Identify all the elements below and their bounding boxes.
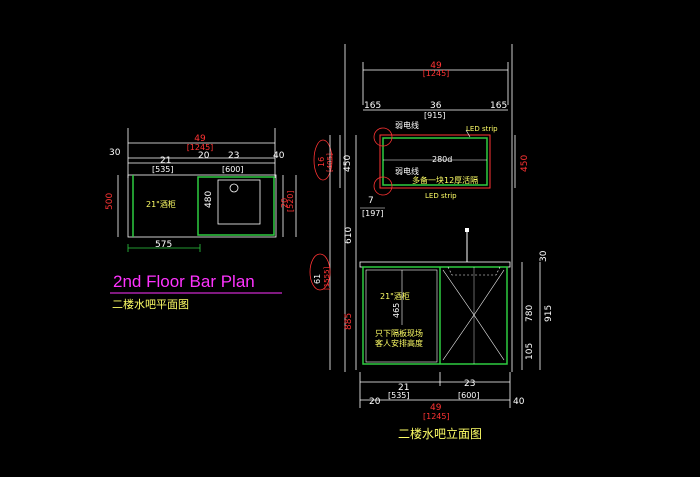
- plan-dim-30: 30: [109, 148, 121, 158]
- plan-dim-21-metric: [535]: [152, 165, 174, 174]
- elev-faucet-head: [465, 228, 469, 232]
- elev-dim-450-left: 450: [343, 155, 353, 172]
- elev-dim-30-right: 30: [539, 250, 549, 262]
- plan-dim-40: 40: [273, 151, 285, 161]
- elev-dim-bottom-21: 21: [398, 383, 409, 393]
- elev-dim-bottom-40: 40: [513, 397, 525, 407]
- plan-counter-outline: [127, 174, 277, 238]
- elev-cabinet-label: 21"酒柜: [380, 291, 410, 301]
- elev-sink-basin: [447, 266, 501, 276]
- elev-dim-bottom-21-metric: [535]: [388, 391, 410, 400]
- elev-dim-7-metric: [197]: [362, 209, 384, 218]
- elev-dim-bottom-20: 20: [369, 397, 381, 407]
- elev-dim-bottom-23: 23: [464, 379, 475, 389]
- elev-leader-led: [465, 129, 471, 138]
- elev-door-diagonal: [442, 269, 475, 316]
- elev-dim-915: 915: [544, 305, 554, 322]
- elev-dim-top: 49: [430, 61, 442, 71]
- elev-dim-450-right: 450: [520, 155, 530, 172]
- elev-glass-cabinet: [382, 137, 488, 186]
- plan-title: 2nd Floor Bar Plan: [113, 272, 255, 291]
- elev-dim-top-metric: [1245]: [423, 69, 450, 78]
- elev-wire-marker-bottom: [373, 176, 393, 196]
- elev-note-line1: 只下隔板现场: [375, 328, 423, 338]
- elev-dim-610: 610: [344, 227, 354, 244]
- plan-view: 49 [1245] 30 21 [535] 20 23 [600] 40 480…: [105, 128, 297, 311]
- plan-dim-500: 500: [105, 193, 115, 210]
- elev-label-wire-bottom: 弱电线: [395, 166, 419, 176]
- elev-wire-marker-top: [373, 127, 393, 147]
- elev-glass-frame: [379, 134, 491, 189]
- plan-dim-480: 480: [204, 191, 214, 208]
- plan-cabinet-label: 21"酒柜: [146, 199, 176, 209]
- elev-dim-61: 61: [313, 274, 322, 284]
- plan-dim-20: 20: [198, 151, 210, 161]
- elev-dim-16: 16: [317, 157, 326, 167]
- elev-dim-61-metric: [1555]: [323, 266, 331, 290]
- elev-lower-cabinet: [362, 266, 508, 365]
- plan-dim-right-metric: [520]: [286, 190, 295, 212]
- elev-dim-bottom-total-metric: [1245]: [423, 412, 450, 421]
- plan-dim-575: 575: [155, 240, 172, 250]
- elev-title: 二楼水吧立面图: [398, 426, 482, 441]
- plan-dim-20-right: 20: [280, 198, 289, 208]
- elev-dim-7: 7: [368, 196, 374, 206]
- plan-sink-drain: [229, 183, 239, 193]
- elev-dim-61-marker: [309, 253, 331, 291]
- elev-door-diagonal: [473, 269, 505, 316]
- elevation-view: 49 [1245] 165 36 [915] 165 弱电线 LED strip…: [309, 44, 554, 441]
- elev-dim-16-marker: [313, 139, 333, 181]
- elev-dim-105: 105: [525, 343, 535, 360]
- elev-dim-165-right: 165: [490, 101, 507, 111]
- plan-dim-total: 49: [194, 134, 206, 144]
- elev-dim-465: 465: [392, 303, 401, 318]
- elev-dim-bottom-total: 49: [430, 403, 442, 413]
- elev-label-shelf: 多备一块12厚活隔: [412, 175, 478, 185]
- elev-label-280: 280d: [432, 155, 452, 164]
- elev-note-line2: 客人安排高度: [375, 338, 423, 348]
- elev-dim-780: 780: [525, 305, 535, 322]
- elev-wine-cabinet: [365, 269, 438, 363]
- plan-cabinet-right: [197, 176, 275, 236]
- plan-subtitle: 二楼水吧平面图: [112, 297, 189, 311]
- elev-label-led-bottom: LED strip: [425, 192, 457, 200]
- elev-dim-36: 36: [430, 101, 442, 111]
- plan-dim-21: 21: [160, 156, 171, 166]
- plan-dim-23: 23: [228, 151, 239, 161]
- elev-dim-885: 885: [344, 313, 354, 330]
- elev-dim-165-left: 165: [364, 101, 381, 111]
- plan-dim-total-metric: [1245]: [187, 143, 214, 152]
- plan-dim-23-metric: [600]: [222, 165, 244, 174]
- elev-dim-bottom-23-metric: [600]: [458, 391, 480, 400]
- elev-dim-36-metric: [915]: [424, 111, 446, 120]
- elev-door-diagonal: [442, 314, 475, 361]
- elev-label-wire-top: 弱电线: [395, 120, 419, 130]
- elev-door-diagonal: [473, 314, 505, 361]
- elev-label-led-top: LED strip: [466, 125, 498, 133]
- plan-sink: [217, 179, 261, 225]
